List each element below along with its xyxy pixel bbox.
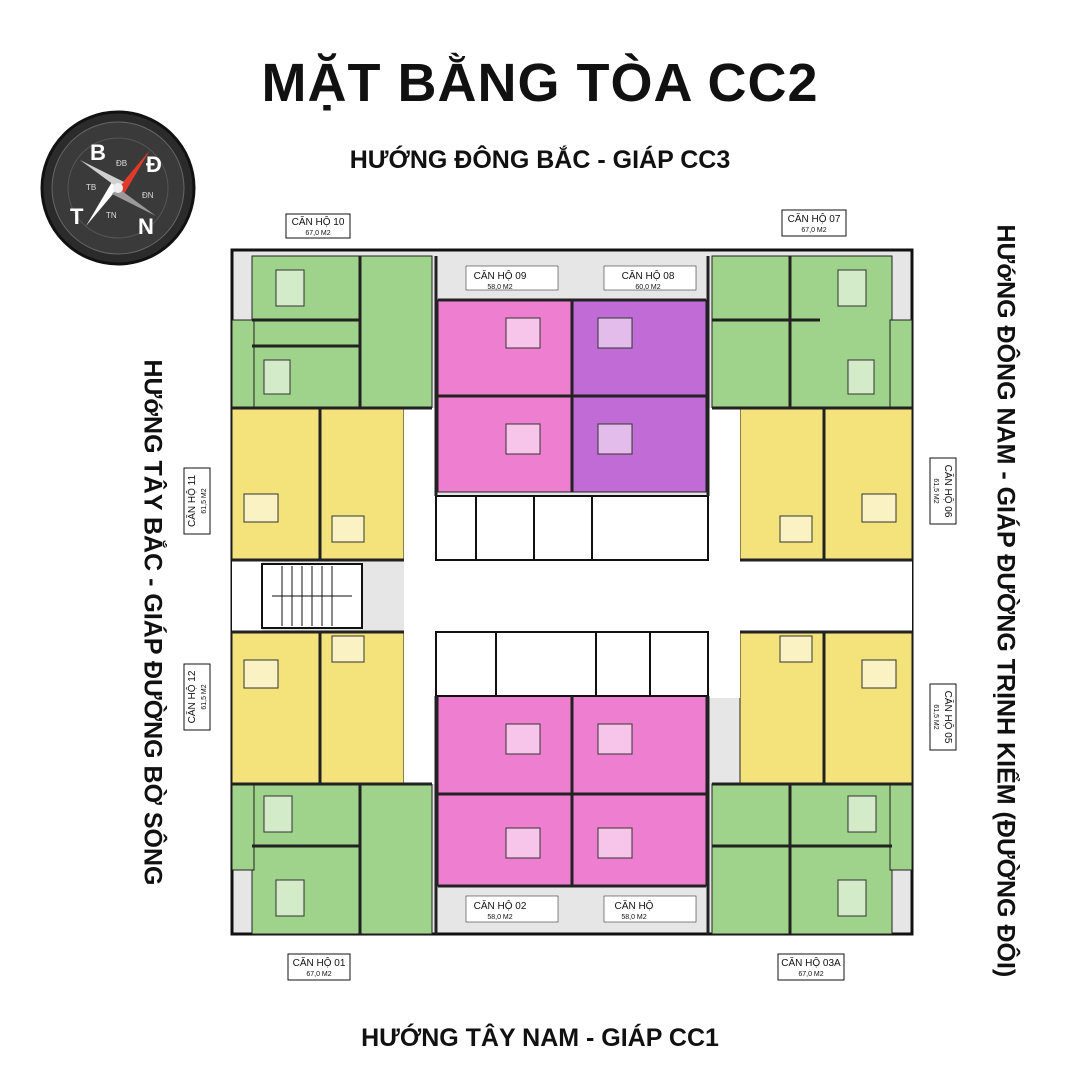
unit-02-area — [437, 695, 573, 887]
north-side-label: HƯỚNG ĐÔNG BẮC - GIÁP CC3 — [349, 146, 731, 174]
unit-01-area-text: 67,0 M2 — [306, 971, 331, 978]
unit-07-name: CĂN HỘ 07 — [788, 212, 841, 225]
unit-10-name: CĂN HỘ 10 — [292, 215, 345, 228]
unit-03a-balcony — [889, 783, 913, 871]
unit-03a-name: CĂN HỘ 03A — [781, 956, 841, 969]
label-box-unit-12 — [183, 663, 211, 731]
compass-letter-n: N — [138, 214, 154, 239]
unit-02-name: CĂN HỘ 02 — [474, 899, 527, 912]
compass-letter-b: B — [90, 140, 106, 165]
unit-10-area-text: 67,0 M2 — [305, 230, 330, 237]
unit-05-area-text: 61,5 M2 — [932, 704, 939, 729]
label-box-unit-10 — [285, 213, 351, 239]
label-box-unit-03a — [777, 953, 845, 981]
unit-05-name: CĂN HỘ 05 — [942, 691, 955, 744]
unit-06-area — [739, 407, 913, 561]
unit-01-name: CĂN HỘ 01 — [293, 956, 346, 969]
unit-03-name: CĂN HỘ — [615, 899, 654, 912]
corridor-west-lower — [404, 632, 436, 784]
page-title: MẶT BẰNG TÒA CC2 — [261, 53, 819, 113]
unit-03-area-text: 58,0 M2 — [621, 914, 646, 921]
unit-11-name: CĂN HỘ 11 — [185, 475, 198, 527]
unit-06-area-text: 61,5 M2 — [932, 478, 939, 503]
elevator-core-top — [435, 495, 709, 561]
corridor-west — [404, 408, 436, 632]
unit-02-area-text: 58,0 M2 — [487, 914, 512, 921]
staircase — [261, 563, 363, 629]
compass-letter-d: Đ — [146, 152, 162, 177]
label-box-unit-09 — [465, 265, 559, 291]
unit-11-area — [231, 407, 405, 561]
unit-12-area-text: 61,5 M2 — [201, 684, 208, 709]
label-box-unit-06 — [929, 457, 957, 525]
label-box-unit-01 — [287, 953, 351, 981]
south-side-label: HƯỚNG TÂY NAM - GIÁP CC1 — [361, 1024, 719, 1052]
label-box-unit-02 — [465, 895, 559, 923]
unit-12-name: CĂN HỘ 12 — [185, 670, 198, 723]
label-box-unit-11 — [183, 467, 211, 535]
elevator-core-bottom — [435, 631, 709, 697]
compass-sub-db: ĐB — [116, 159, 127, 168]
compass-letter-t: T — [70, 204, 84, 229]
unit-10-balcony — [231, 319, 255, 411]
compass-sub-dn: ĐN — [142, 191, 154, 200]
label-box-unit-08 — [603, 265, 697, 291]
unit-08-area-text: 60,0 M2 — [635, 284, 660, 291]
corridor-west-end — [232, 560, 262, 632]
unit-01-balcony — [231, 783, 255, 871]
compass-sub-tn: TN — [106, 211, 117, 220]
compass-sub-tb: TB — [86, 183, 96, 192]
unit-06-name: CĂN HỘ 06 — [942, 465, 955, 518]
unit-03a-area-text: 67,0 M2 — [798, 971, 823, 978]
unit-11-area-text: 61,5 M2 — [201, 488, 208, 513]
unit-07-balcony — [889, 319, 913, 411]
unit-03-area — [571, 695, 707, 887]
unit-05-area — [739, 631, 913, 785]
unit-09-area-text: 58,0 M2 — [487, 284, 512, 291]
unit-07-area-text: 67,0 M2 — [801, 227, 826, 234]
unit-09-name: CĂN HỘ 09 — [474, 269, 527, 282]
furniture — [243, 269, 897, 917]
compass-icon: B Đ N T ĐB ĐN TN TB — [40, 110, 196, 266]
corridor-east — [708, 408, 740, 698]
unit-08-name: CĂN HỘ 08 — [622, 269, 675, 282]
unit-12-area — [231, 631, 405, 785]
label-box-unit-03 — [603, 895, 697, 923]
interior-walls — [232, 256, 912, 934]
label-box-unit-05 — [929, 683, 957, 751]
corridor-horizontal — [404, 560, 912, 632]
label-box-unit-07 — [781, 209, 847, 237]
